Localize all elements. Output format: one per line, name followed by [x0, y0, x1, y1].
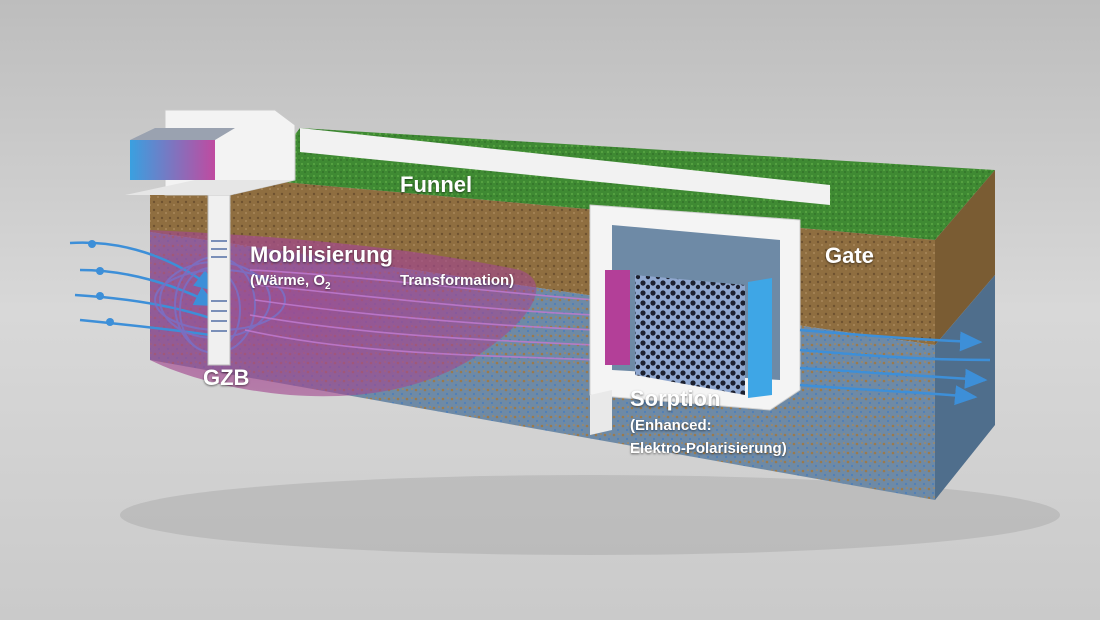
o2-subscript: 2: [325, 281, 331, 292]
side-topsoil: [935, 170, 995, 345]
label-sorption-detail-1: (Enhanced:: [630, 417, 712, 434]
control-unit: [130, 140, 215, 180]
control-unit-top: [130, 128, 235, 140]
gate-purple-panel: [605, 270, 630, 365]
streamlines: [244, 269, 596, 361]
label-transformation: Transformation): [400, 272, 515, 289]
label-gate: Gate: [825, 243, 874, 268]
label-sorption-detail-2: Elektro-Polarisierung): [630, 440, 787, 457]
outflow-arrows: [799, 328, 991, 406]
label-mobilisierung-detail: (Wärme, O2: [250, 272, 331, 292]
well-screen: [211, 240, 227, 332]
label-sorption: Sorption: [630, 386, 721, 411]
sorbent-block: [635, 275, 745, 395]
inflow-arrows: [69, 241, 218, 337]
label-gzb: GZB: [203, 365, 250, 390]
label-funnel: Funnel: [400, 172, 473, 197]
detail-text: (Wärme, O: [250, 272, 326, 289]
ground-shadow: [120, 475, 1060, 555]
label-mobilisierung: Mobilisierung: [250, 242, 393, 267]
flow-dot: [96, 292, 104, 300]
flow-dot: [88, 240, 96, 248]
flow-dot: [106, 318, 114, 326]
well-house-base: [125, 180, 295, 195]
well-casing: [207, 194, 231, 366]
gate-leg: [590, 390, 612, 435]
gate-blue-panel: [748, 278, 772, 398]
funnel-wall: [300, 128, 830, 205]
flow-dot: [96, 267, 104, 275]
